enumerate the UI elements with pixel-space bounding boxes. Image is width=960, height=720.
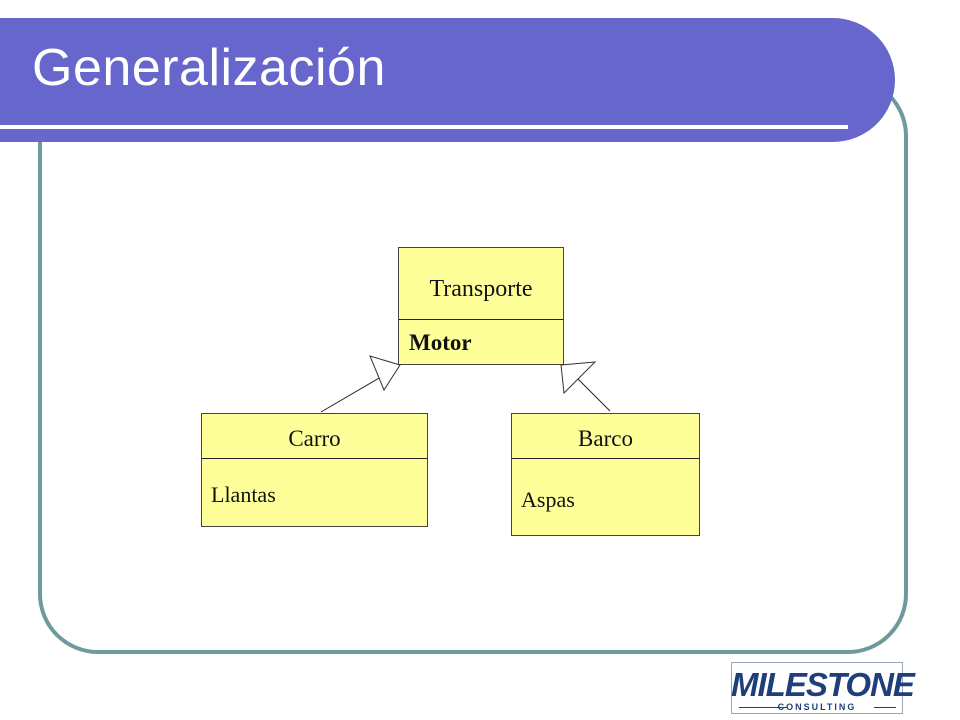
- title-underline: [0, 125, 848, 129]
- generalization-arrowhead-carro: [369, 355, 401, 392]
- logo-rule-left: [739, 707, 787, 708]
- class-transporte: Transporte Motor: [398, 247, 564, 365]
- class-attribute-llantas: Llantas: [211, 482, 276, 507]
- class-divider: [202, 458, 427, 459]
- generalization-line-carro: [320, 373, 387, 413]
- slide-title: Generalización: [32, 39, 386, 97]
- class-divider: [512, 458, 699, 459]
- milestone-logo: MILESTONE CONSULTING: [731, 662, 915, 714]
- class-attribute-aspas: Aspas: [521, 487, 575, 512]
- class-name-carro: Carro: [288, 426, 341, 451]
- class-carro: Carro Llantas: [201, 413, 428, 527]
- generalization-arrowhead-barco: [560, 361, 597, 395]
- title-bar: [0, 18, 895, 142]
- generalization-line-barco: [575, 376, 611, 412]
- class-attribute-motor: Motor: [409, 330, 472, 355]
- logo-wordmark: MILESTONE: [731, 666, 915, 703]
- logo-rule-right: [874, 707, 896, 708]
- class-divider: [399, 319, 563, 320]
- logo-box: [731, 662, 903, 714]
- class-name-barco: Barco: [578, 426, 633, 451]
- logo-subtitle: CONSULTING: [777, 702, 857, 712]
- class-name-transporte: Transporte: [429, 276, 533, 302]
- class-barco: Barco Aspas: [511, 413, 700, 536]
